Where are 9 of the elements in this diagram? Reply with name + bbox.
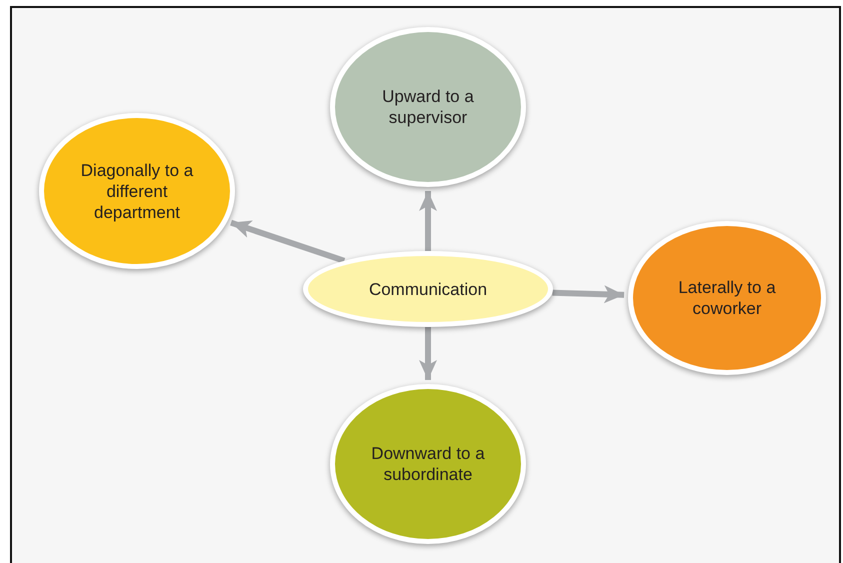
arrow [419,327,437,380]
node-label: Downward to a subordinate [370,443,486,485]
arrow [552,285,624,304]
node-label: Laterally to a coworker [677,277,777,319]
arrow [419,191,437,251]
node-label: Communication [368,278,488,300]
node-label: Upward to a supervisor [381,86,475,128]
arrow [230,220,346,264]
node-label: Diagonally to a different department [80,160,194,222]
